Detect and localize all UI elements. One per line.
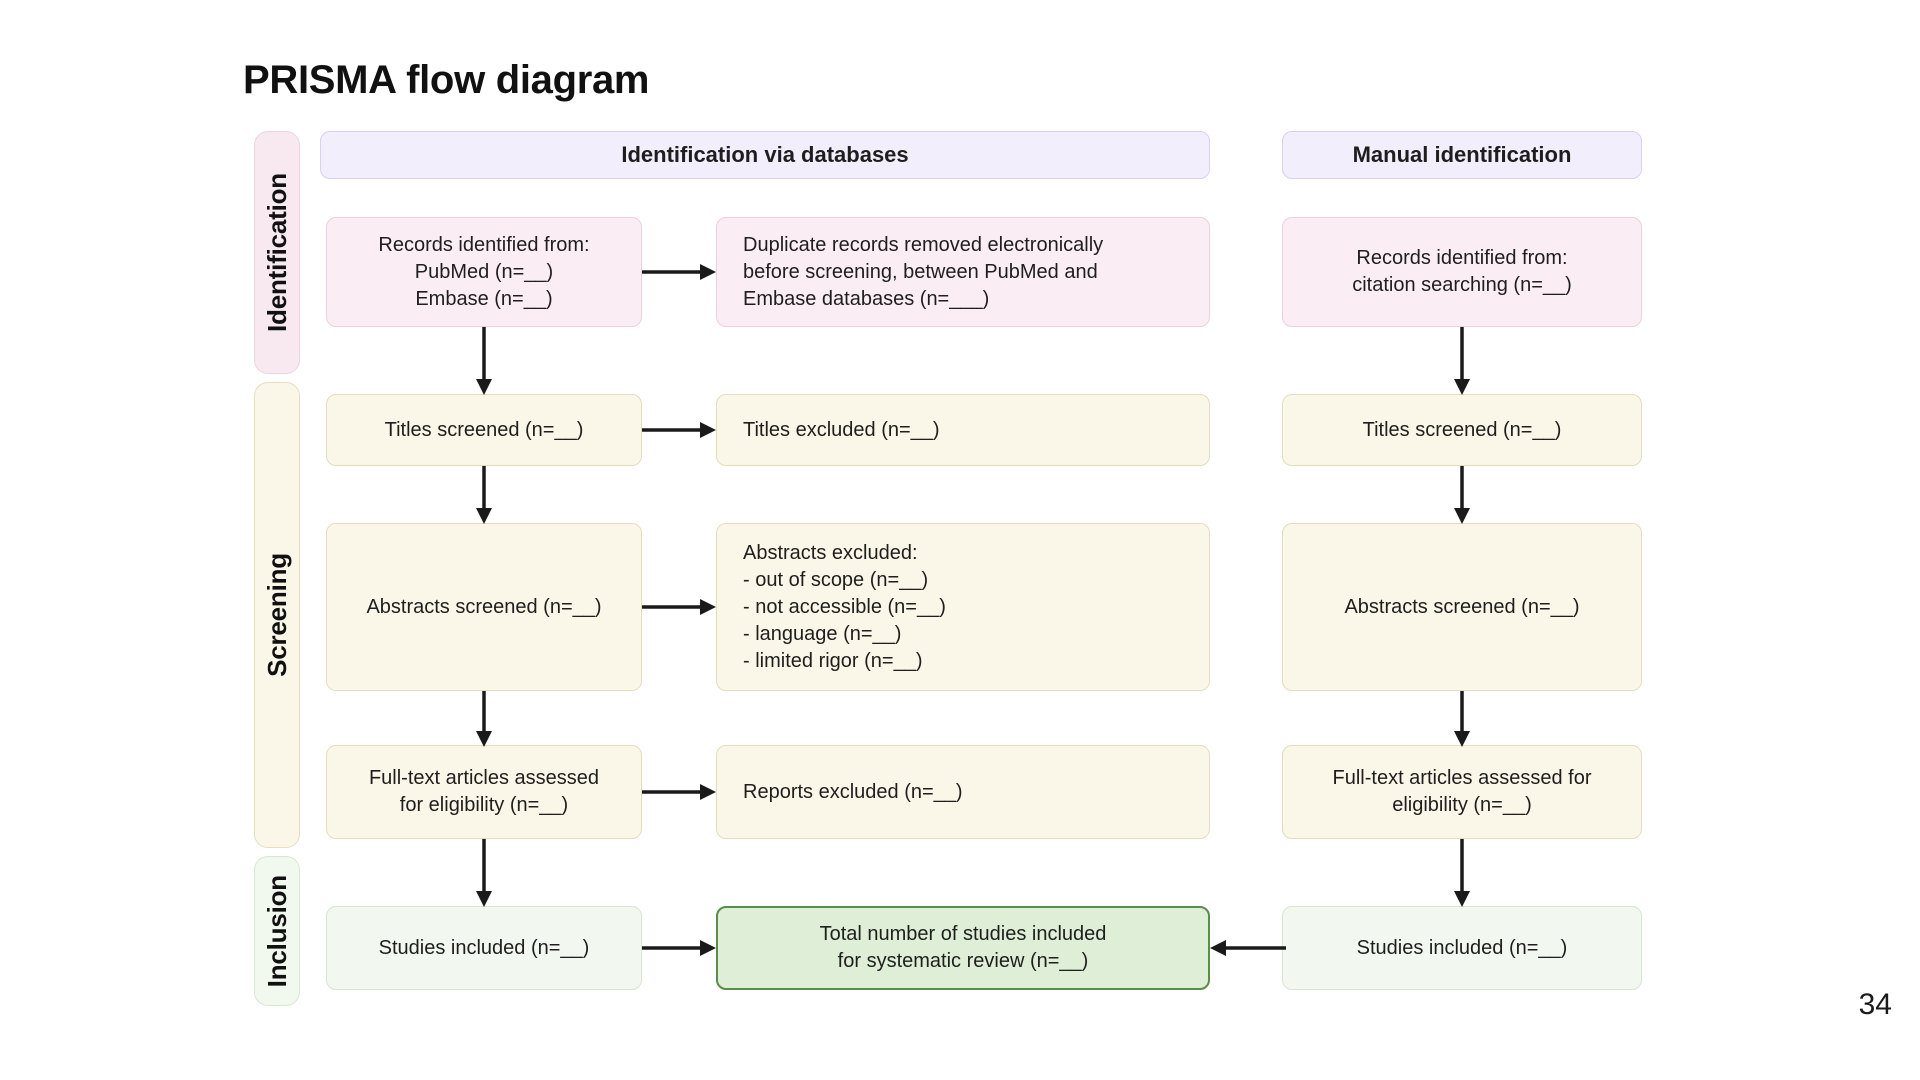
stage-label-identification: Identification <box>261 173 292 332</box>
box-fulltext-assessed-manual: Full-text articles assessed for eligibil… <box>1282 745 1642 839</box>
stage-rail-identification: Identification <box>254 131 300 374</box>
box-abstracts-screened-databases: Abstracts screened (n=__) <box>326 523 642 691</box>
box-titles-screened-databases: Titles screened (n=__) <box>326 394 642 466</box>
box-abstracts-excluded: Abstracts excluded: - out of scope (n=__… <box>716 523 1210 691</box>
arrow-manual-titles-to-abstracts <box>1448 466 1476 526</box>
stage-rail-inclusion: Inclusion <box>254 856 300 1006</box>
box-titles-screened-manual: Titles screened (n=__) <box>1282 394 1642 466</box>
page-title: PRISMA flow diagram <box>243 58 650 102</box>
box-studies-included-databases: Studies included (n=__) <box>326 906 642 990</box>
arrow-manual-included-to-total <box>1208 936 1286 960</box>
stage-label-screening: Screening <box>261 553 292 677</box>
arrow-abstracts-to-abstracts-excluded <box>642 595 718 619</box>
arrow-manual-abstracts-to-fulltext <box>1448 691 1476 749</box>
header-manual-identification: Manual identification <box>1282 131 1642 179</box>
box-total-studies-included: Total number of studies included for sys… <box>716 906 1210 990</box>
box-duplicate-records-removed: Duplicate records removed electronically… <box>716 217 1210 327</box>
page-number: 34 <box>1858 988 1892 1021</box>
arrow-fulltext-to-reports-excluded <box>642 780 718 804</box>
header-identification-via-databases: Identification via databases <box>320 131 1210 179</box>
box-fulltext-assessed-databases: Full-text articles assessed for eligibil… <box>326 745 642 839</box>
arrow-records-to-duplicates <box>642 260 718 284</box>
stage-rail-screening: Screening <box>254 382 300 848</box>
box-titles-excluded: Titles excluded (n=__) <box>716 394 1210 466</box>
arrow-titles-to-titles-excluded <box>642 418 718 442</box>
arrow-manual-records-to-titles <box>1448 327 1476 397</box>
arrow-db-titles-to-abstracts <box>470 466 498 526</box>
box-records-identified-databases: Records identified from: PubMed (n=__) E… <box>326 217 642 327</box>
arrow-db-abstracts-to-fulltext <box>470 691 498 749</box>
box-records-identified-manual: Records identified from: citation search… <box>1282 217 1642 327</box>
arrow-db-included-to-total <box>642 936 718 960</box>
arrow-db-fulltext-to-included <box>470 839 498 909</box>
box-abstracts-screened-manual: Abstracts screened (n=__) <box>1282 523 1642 691</box>
arrow-manual-fulltext-to-included <box>1448 839 1476 909</box>
stage-label-inclusion: Inclusion <box>261 874 292 988</box>
box-reports-excluded: Reports excluded (n=__) <box>716 745 1210 839</box>
arrow-db-records-to-titles <box>470 327 498 397</box>
box-studies-included-manual: Studies included (n=__) <box>1282 906 1642 990</box>
